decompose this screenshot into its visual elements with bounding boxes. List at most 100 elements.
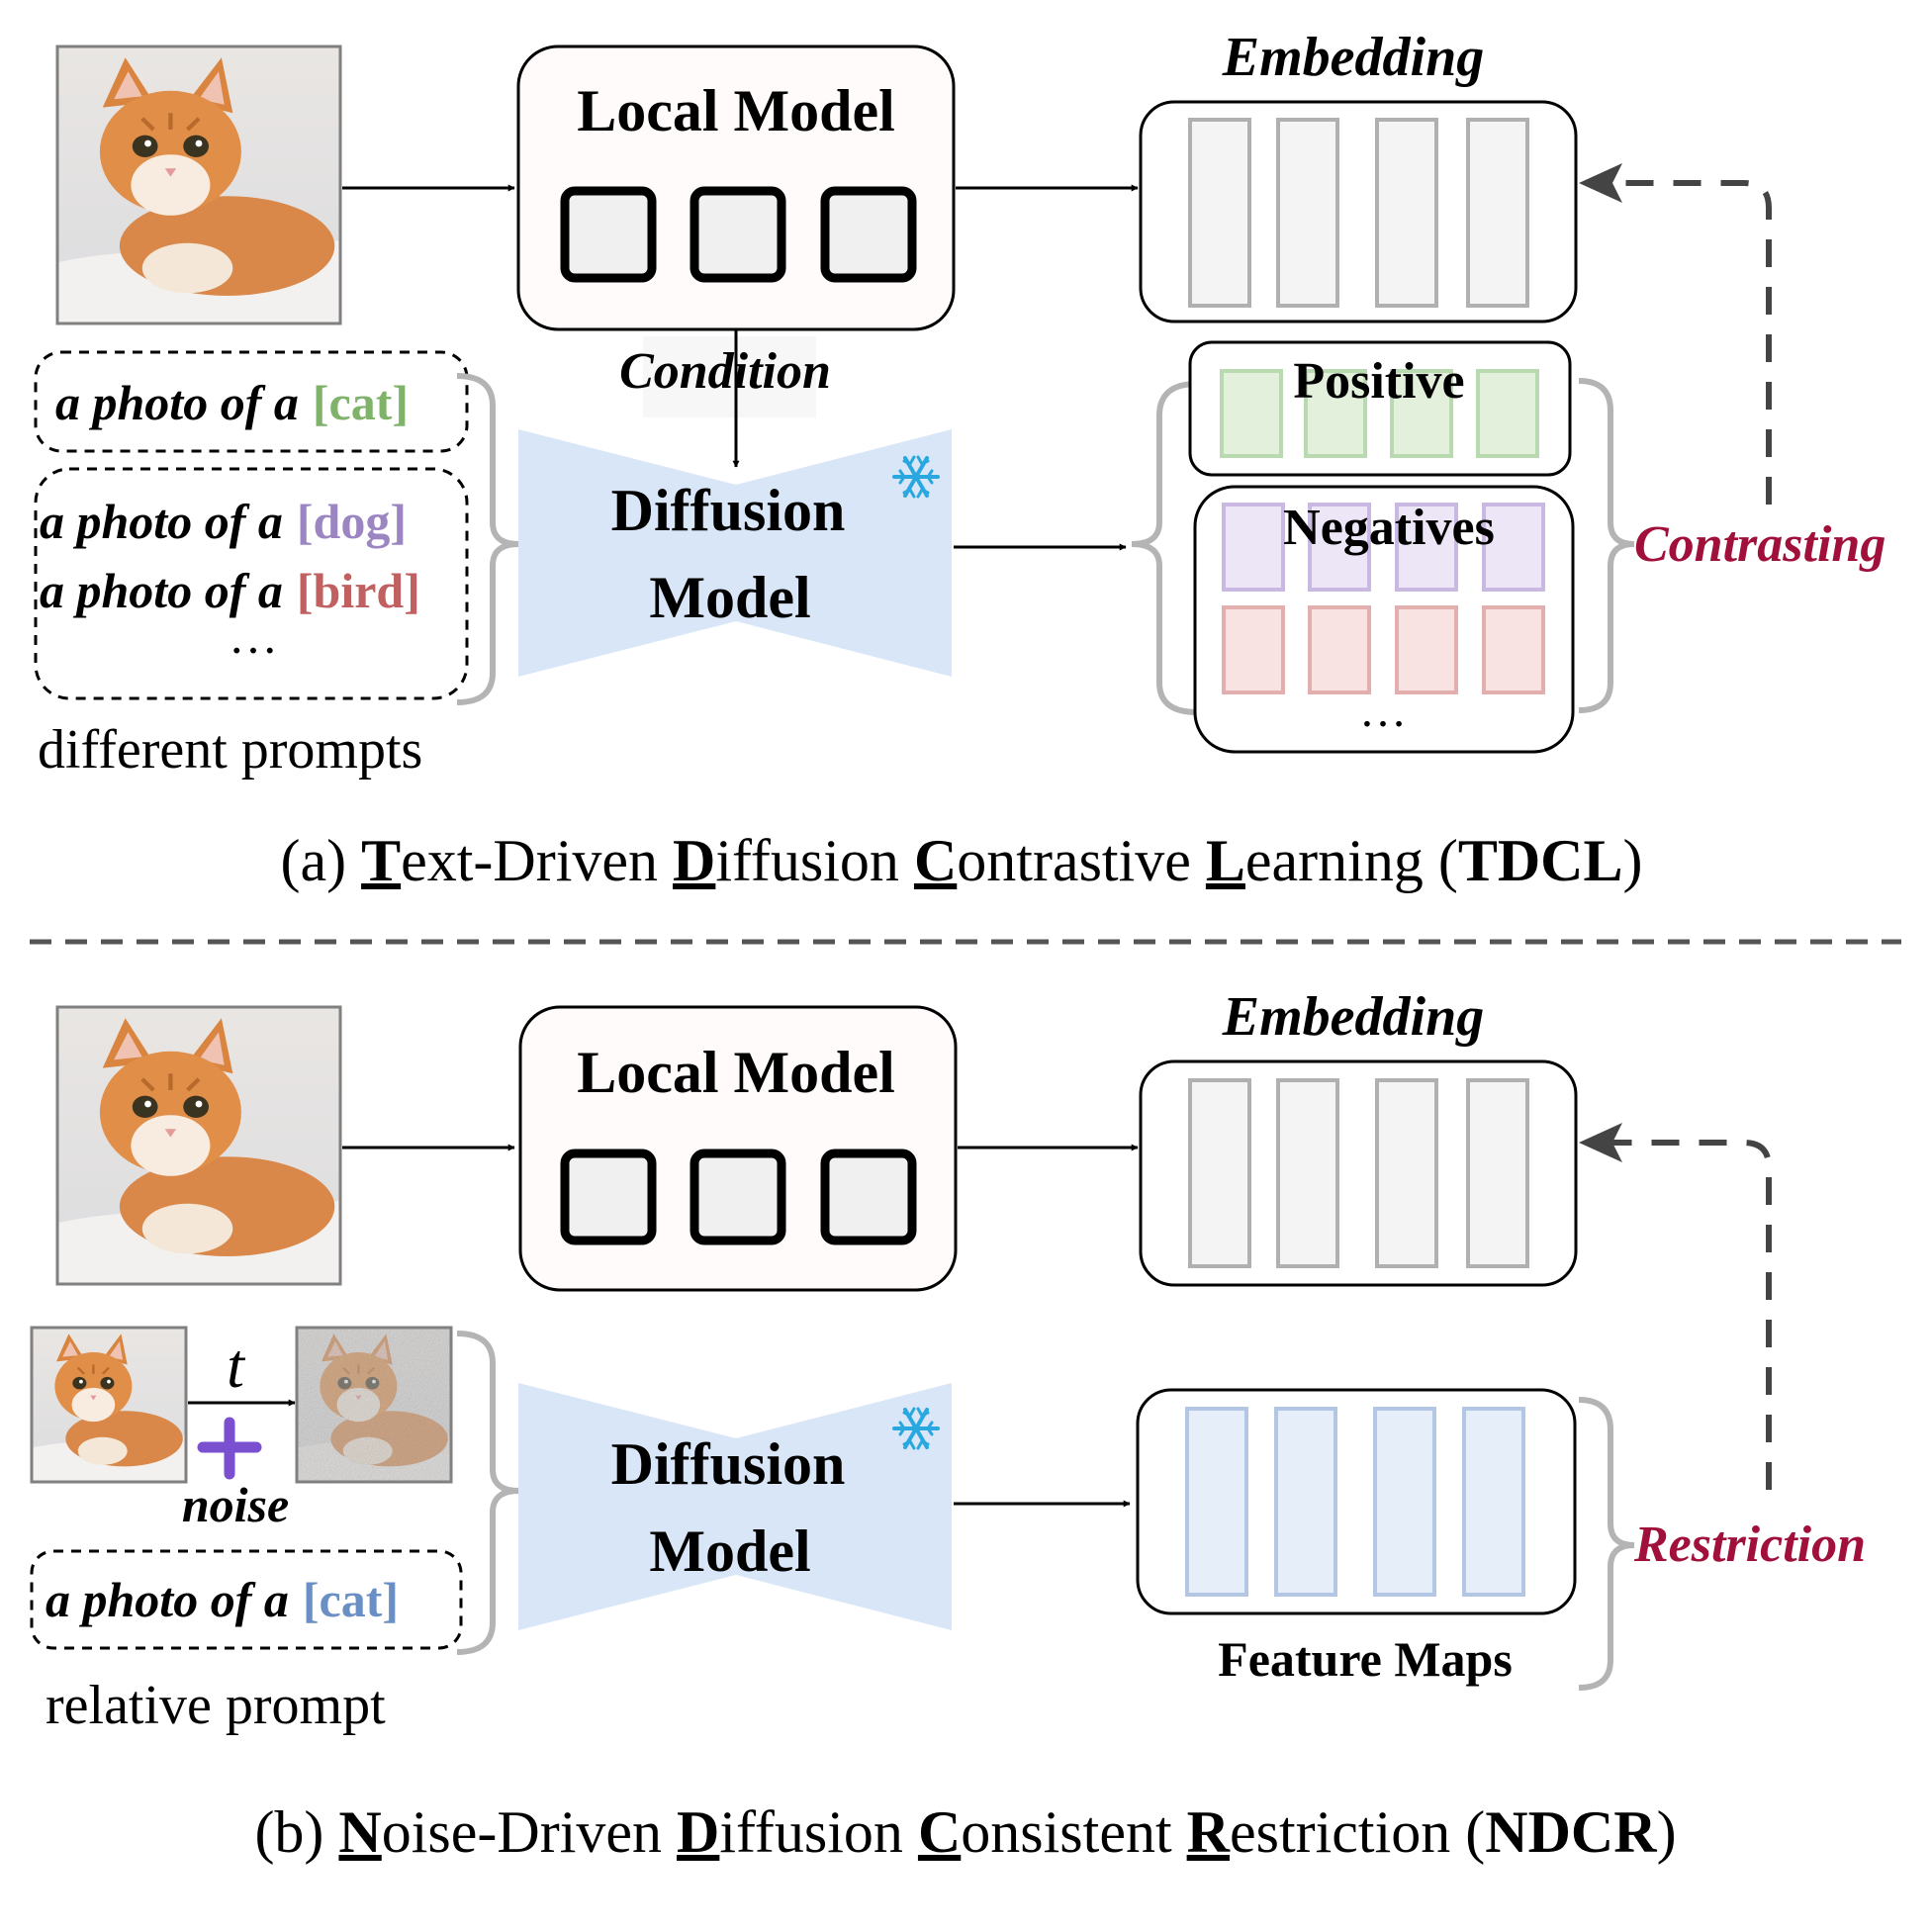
prompt-box-relative <box>30 1549 463 1650</box>
negatives-ellipsis: … <box>1359 685 1407 737</box>
prompt-bird: a photo of a [bird] <box>40 563 420 618</box>
embedding-label: Embedding <box>1222 27 1484 88</box>
feature-map-bar <box>1274 1407 1337 1597</box>
embedding-bar <box>1276 118 1339 308</box>
caption-b: (b) Noise-Driven Diffusion Consistent Re… <box>254 1799 1676 1865</box>
positive-feature <box>1390 369 1453 458</box>
prompt-cat: a photo of a [cat] <box>46 1572 399 1627</box>
caption-prefix: (a) <box>280 828 361 893</box>
inputs-brace <box>456 1331 519 1655</box>
caption-rest: oise-Driven <box>382 1799 677 1865</box>
diffusion-model-line1: Diffusion <box>611 1431 846 1497</box>
top-local-model: Local Model <box>516 45 956 331</box>
features-right-brace <box>1578 378 1635 713</box>
negative-feature <box>1222 605 1285 694</box>
embedding-bar <box>1466 1078 1529 1268</box>
bottom-local-model: Local Model <box>518 1005 958 1292</box>
prompt-item: [dog] <box>297 494 407 549</box>
relative-prompt-caption: relative prompt <box>46 1675 386 1736</box>
diffusion-model-line2: Model <box>649 565 810 630</box>
caption-initial: T <box>361 828 401 893</box>
feature-maps-box <box>1136 1388 1577 1615</box>
layer-block <box>560 1149 657 1245</box>
prompt-prefix: a photo of a <box>46 1572 289 1627</box>
caption-initial: R <box>1187 1799 1231 1865</box>
top-cat-image <box>57 46 340 323</box>
prompt-prefix: a photo of a <box>55 375 299 430</box>
feedback-arrowhead <box>1579 163 1622 203</box>
embedding-bar <box>1188 1078 1251 1268</box>
caption-rest: earning <box>1245 828 1438 893</box>
positive-feature <box>1304 369 1367 458</box>
caption-paren: ) <box>1657 1799 1677 1865</box>
timestep-label: t <box>227 1331 246 1401</box>
embedding-bar <box>1466 118 1529 308</box>
embedding-label: Embedding <box>1222 986 1484 1048</box>
restriction-label: Restriction <box>1633 1517 1866 1573</box>
bottom-diffusion-model: Diffusion Model <box>518 1383 952 1630</box>
caption-initial: C <box>918 1799 961 1865</box>
noisy-cat-image <box>295 1326 453 1484</box>
negative-feature <box>1395 503 1458 592</box>
caption-rest: onsistent <box>961 1799 1186 1865</box>
different-prompts-caption: different prompts <box>38 719 422 781</box>
layer-block <box>690 1149 786 1245</box>
snowflake-icon <box>892 455 940 499</box>
negative-feature <box>1482 503 1545 592</box>
positive-feature-box: Positive <box>1188 340 1572 477</box>
caption-rest: estriction <box>1230 1799 1465 1865</box>
diffusion-model-line2: Model <box>649 1518 810 1584</box>
diffusion-model-line1: Diffusion <box>611 478 846 543</box>
caption-a: (a) Text-Driven Diffusion Contrastive Le… <box>280 828 1642 893</box>
top-embedding <box>1139 100 1578 323</box>
bottom-embedding <box>1139 1059 1578 1287</box>
feature-map-bar <box>1373 1407 1436 1597</box>
plus-icon <box>197 1417 262 1480</box>
caption-paren: ( <box>1465 1799 1485 1865</box>
positive-label: Positive <box>1293 353 1464 410</box>
small-cat-image <box>30 1326 188 1484</box>
caption-initial: C <box>914 828 957 893</box>
caption-initial: L <box>1206 828 1245 893</box>
local-model-title: Local Model <box>577 1040 895 1105</box>
caption-rest: ontrastive <box>957 828 1206 893</box>
bottom-cat-image <box>57 1007 340 1284</box>
negative-feature <box>1222 503 1285 592</box>
feature-maps-brace <box>1578 1397 1635 1691</box>
condition-label: Condition <box>619 343 831 400</box>
negative-feature <box>1395 605 1458 694</box>
caption-paren: ) <box>1623 828 1643 893</box>
prompt-item: [cat] <box>303 1572 399 1627</box>
local-model-title: Local Model <box>577 78 895 143</box>
embedding-bar <box>1375 118 1438 308</box>
positive-feature <box>1476 369 1539 458</box>
feedback-arrowhead <box>1579 1123 1622 1162</box>
feature-map-bar <box>1185 1407 1248 1597</box>
layer-block <box>820 1149 917 1245</box>
prompts-brace <box>456 373 519 705</box>
negatives-label: Negatives <box>1283 500 1495 556</box>
snowflake-icon <box>892 1407 940 1450</box>
contrasting-label: Contrasting <box>1634 516 1885 573</box>
prompt-item: [bird] <box>297 563 420 618</box>
caption-initial: N <box>338 1799 381 1865</box>
layer-block <box>690 186 786 283</box>
prompt-cat: a photo of a[cat] <box>55 375 409 430</box>
feature-maps-label: Feature Maps <box>1218 1631 1513 1687</box>
embedding-bar <box>1188 118 1251 308</box>
caption-rest: iffusion <box>719 1799 918 1865</box>
layer-block <box>560 186 657 283</box>
prompt-prefix: a photo of a <box>40 563 283 618</box>
negative-feature <box>1308 503 1371 592</box>
embedding-bar <box>1375 1078 1438 1268</box>
caption-initial: D <box>677 1799 719 1865</box>
positive-feature <box>1220 369 1283 458</box>
caption-acronym: NDCR <box>1485 1799 1657 1865</box>
noise-label: noise <box>182 1477 289 1532</box>
prompts-ellipsis: … <box>229 608 278 664</box>
caption-initial: D <box>673 828 715 893</box>
prompt-prefix: a photo of a <box>40 494 283 549</box>
negatives-feature-box: Negatives … <box>1193 485 1575 754</box>
negative-feature <box>1308 605 1371 694</box>
